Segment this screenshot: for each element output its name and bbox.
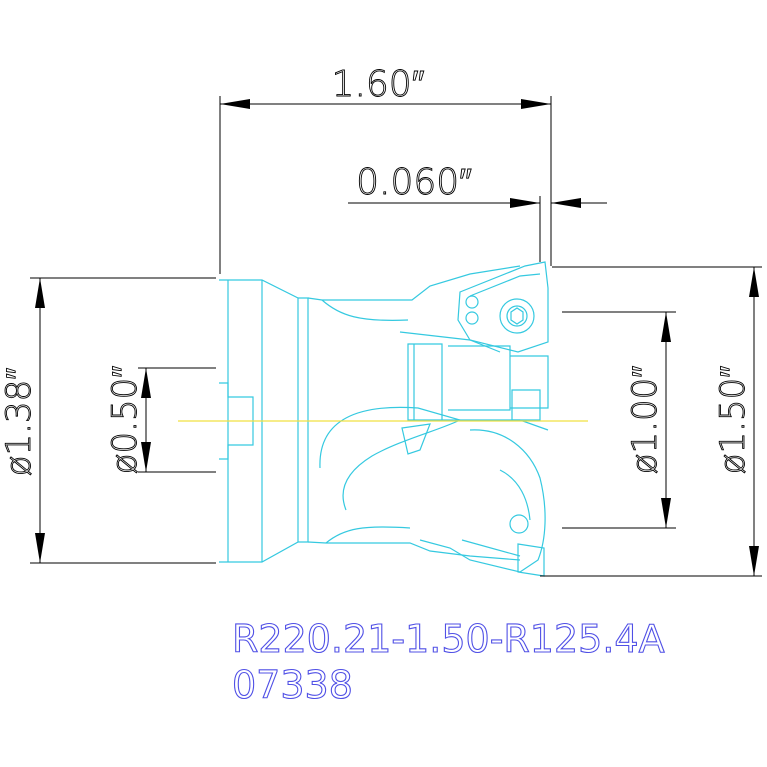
shank-diameter-label: ø1.38″ [0,368,39,477]
shank-body [219,279,299,563]
bore-diameter-label: ø0.50″ [105,366,145,475]
offset-label: 0.060″ [356,162,472,203]
overall-length-label: 1.60″ [332,64,425,105]
pilot-diameter-label: ø1.00″ [625,366,665,475]
part-code: 07338 [232,663,353,707]
upper-insert [399,261,549,353]
part-number: R220.21-1.50-R125.4A [232,617,665,661]
cutter-outline [219,261,549,577]
chip-flute [319,406,462,511]
lower-insert [419,429,546,577]
cutting-diameter-label: ø1.50″ [713,366,753,475]
dimension-lines [30,96,762,577]
